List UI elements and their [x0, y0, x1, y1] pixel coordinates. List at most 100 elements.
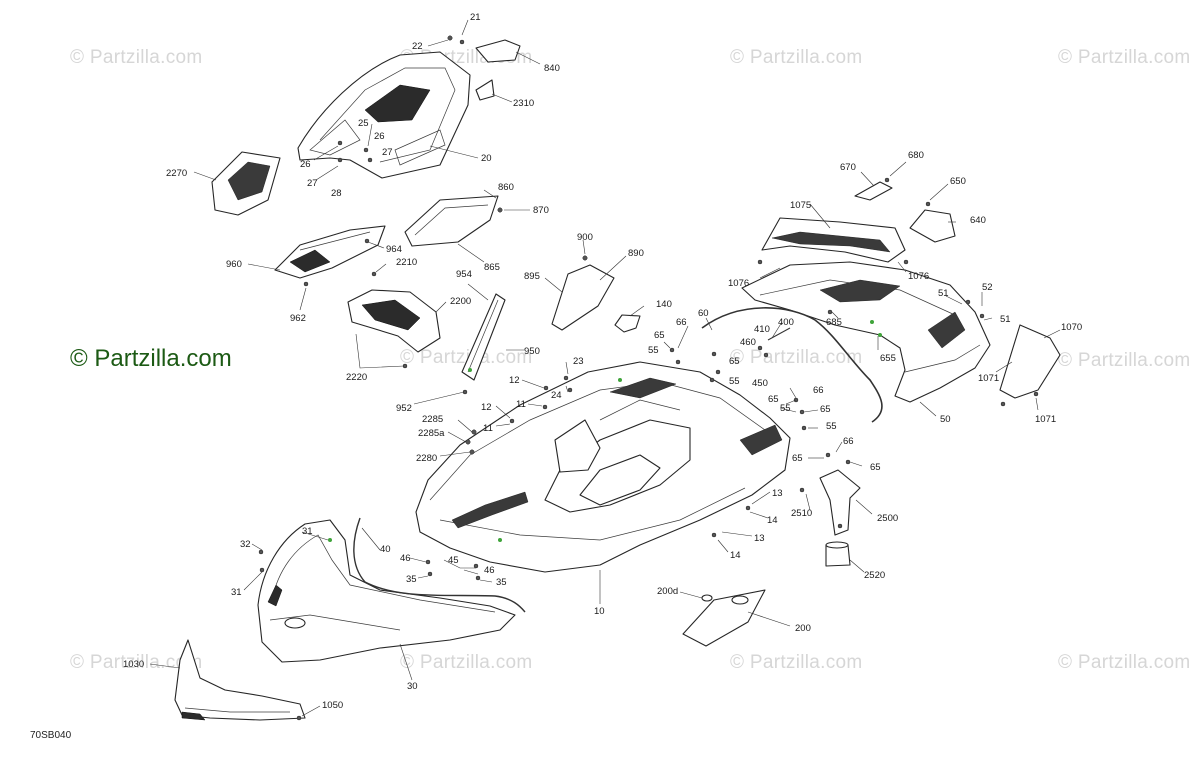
callout-32: 32 [240, 539, 251, 550]
part-400-cable [767, 327, 791, 341]
callout-46-b: 46 [484, 565, 495, 576]
part-640-bracket [909, 209, 956, 243]
callout-1071-b: 1071 [1035, 414, 1056, 425]
callout-30: 30 [407, 681, 418, 692]
diagram-code: 70SB040 [30, 730, 72, 741]
callout-2510: 2510 [791, 508, 812, 519]
watermark: © Partzilla.com [400, 347, 533, 368]
callout-60: 60 [698, 308, 709, 319]
part-200-cover [682, 589, 766, 647]
callout-2285: 2285 [422, 414, 443, 425]
callout-460: 460 [740, 337, 756, 348]
callout-24: 24 [551, 390, 562, 401]
callout-400: 400 [778, 317, 794, 328]
watermark: © Partzilla.com [1058, 652, 1191, 673]
part-50-side-panel [741, 261, 991, 403]
callout-23: 23 [573, 356, 584, 367]
callout-66-c: 66 [843, 436, 854, 447]
callout-55: 55 [648, 345, 659, 356]
callout-2280: 2280 [416, 453, 437, 464]
callout-25: 25 [358, 118, 369, 129]
callout-860: 860 [498, 182, 514, 193]
part-670-clip [854, 181, 893, 201]
callout-840: 840 [544, 63, 560, 74]
watermark: © Partzilla.com [730, 347, 863, 368]
callout-46-a: 46 [400, 553, 411, 564]
callout-65-c: 65 [768, 394, 779, 405]
callout-52: 52 [982, 282, 993, 293]
leader-lines [149, 19, 1061, 717]
callout-1071-a: 1071 [978, 373, 999, 384]
partzilla-brand-logo: © Partzilla.com [70, 345, 232, 372]
callout-20: 20 [481, 153, 492, 164]
callout-2285a: 2285a [418, 428, 445, 439]
callout-1075: 1075 [790, 200, 811, 211]
callout-1050: 1050 [322, 700, 343, 711]
callout-954: 954 [456, 269, 472, 280]
callout-65-f: 65 [870, 462, 881, 473]
callout-31-a: 31 [302, 526, 313, 537]
callout-895: 895 [524, 271, 540, 282]
callout-66-b: 66 [813, 385, 824, 396]
callouts: 21 22 840 2310 20 25 26 26 27 27 28 2270… [123, 12, 1082, 711]
callout-2210: 2210 [396, 257, 417, 268]
callout-870: 870 [533, 205, 549, 216]
fasteners [258, 35, 1039, 721]
watermark: © Partzilla.com [70, 652, 203, 673]
callout-865: 865 [484, 262, 500, 273]
callout-51-b: 51 [1000, 314, 1011, 325]
part-2500-bracket [819, 469, 861, 536]
callout-13-a: 13 [772, 488, 783, 499]
part-20-upper-console [297, 51, 471, 179]
callout-35-b: 35 [496, 577, 507, 588]
part-840-cap [475, 39, 521, 63]
callout-35-a: 35 [406, 574, 417, 585]
callout-655: 655 [880, 353, 896, 364]
callout-26-b: 26 [300, 159, 311, 170]
callout-2270: 2270 [166, 168, 187, 179]
part-40-wire [353, 517, 526, 613]
callout-450: 450 [752, 378, 768, 389]
watermark: © Partzilla.com [1058, 47, 1191, 68]
watermark: © Partzilla.com [1058, 350, 1191, 371]
part-860-side-panel [404, 195, 499, 247]
callout-140: 140 [656, 299, 672, 310]
callout-50: 50 [940, 414, 951, 425]
callout-11-a: 11 [516, 399, 526, 410]
callout-66: 66 [676, 317, 687, 328]
callout-1070: 1070 [1061, 322, 1082, 333]
callout-890: 890 [628, 248, 644, 259]
callout-55-c: 55 [780, 403, 791, 414]
part-2200-bracket [347, 289, 441, 353]
part-890-shield [551, 264, 615, 331]
callout-960: 960 [226, 259, 242, 270]
callout-410: 410 [754, 324, 770, 335]
part-960-side-panel [274, 225, 386, 279]
callout-640: 640 [970, 215, 986, 226]
callout-14-a: 14 [767, 515, 778, 526]
callout-65: 65 [654, 330, 665, 341]
callout-22: 22 [412, 41, 423, 52]
callout-1030: 1030 [123, 659, 144, 670]
callout-27-b: 27 [307, 178, 318, 189]
callout-55-d: 55 [826, 421, 837, 432]
watermark: © Partzilla.com [730, 47, 863, 68]
part-1075-trim [761, 217, 906, 263]
part-10-main-body [415, 361, 791, 573]
callout-950: 950 [524, 346, 540, 357]
part-1070-rear-trim [999, 324, 1061, 399]
callout-900: 900 [577, 232, 593, 243]
callout-12-a: 12 [509, 375, 520, 386]
callout-2200: 2200 [450, 296, 471, 307]
part-655-harness [701, 307, 883, 423]
watermark: © Partzilla.com [730, 652, 863, 673]
callout-31-b: 31 [231, 587, 242, 598]
callout-10: 10 [594, 606, 605, 617]
callout-13-b: 13 [754, 533, 765, 544]
part-30-front-hood [257, 519, 516, 663]
callout-55-b: 55 [729, 376, 740, 387]
part-950-strut [461, 293, 506, 381]
callout-2520: 2520 [864, 570, 885, 581]
callout-51-a: 51 [938, 288, 949, 299]
